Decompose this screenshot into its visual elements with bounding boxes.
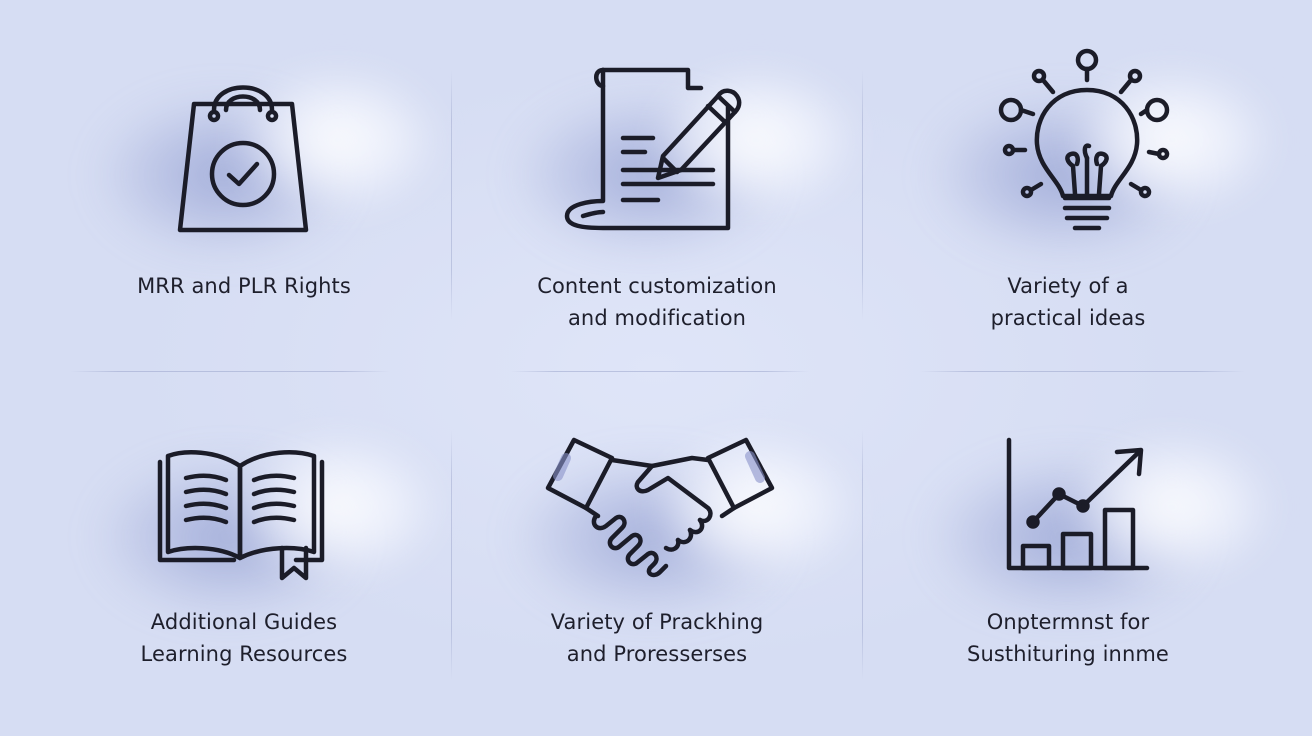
feature-card-variety: Variety of Prackhing and Proresserses (451, 372, 863, 732)
document-pencil-icon (563, 66, 743, 234)
feature-label: Additional Guides Learning Resources (140, 610, 348, 666)
feature-card-additional-guides: Additional Guides Learning Resources (38, 372, 450, 732)
row-divider-left (70, 371, 390, 372)
column-divider-right (862, 70, 863, 320)
feature-card-opportunities: Onptermnst for Susthituring innme (862, 372, 1274, 732)
growth-chart-icon (1005, 436, 1151, 572)
row-divider-center (510, 371, 810, 372)
feature-label: Variety of Prackhing and Proresserses (550, 610, 764, 666)
row-divider-right (920, 371, 1245, 372)
feature-label: Onptermnst for Susthituring innme (967, 610, 1169, 666)
feature-card-content-customization: Content customization and modification (451, 0, 863, 360)
shopping-bag-check-icon (177, 68, 309, 236)
feature-card-mrr-plr: MRR and PLR Rights (38, 0, 450, 360)
feature-label: MRR and PLR Rights (137, 274, 351, 298)
column-divider-right-lower (862, 430, 863, 680)
column-divider-left (451, 70, 452, 320)
feature-label: Content customization and modification (537, 274, 777, 330)
handshake-icon (544, 436, 776, 578)
open-book-icon (156, 448, 326, 582)
feature-label: Variety of a practical ideas (990, 274, 1146, 330)
feature-card-practical-ideas: Variety of a practical ideas (862, 0, 1274, 360)
lightbulb-icon (997, 46, 1177, 236)
column-divider-left-lower (451, 430, 452, 680)
